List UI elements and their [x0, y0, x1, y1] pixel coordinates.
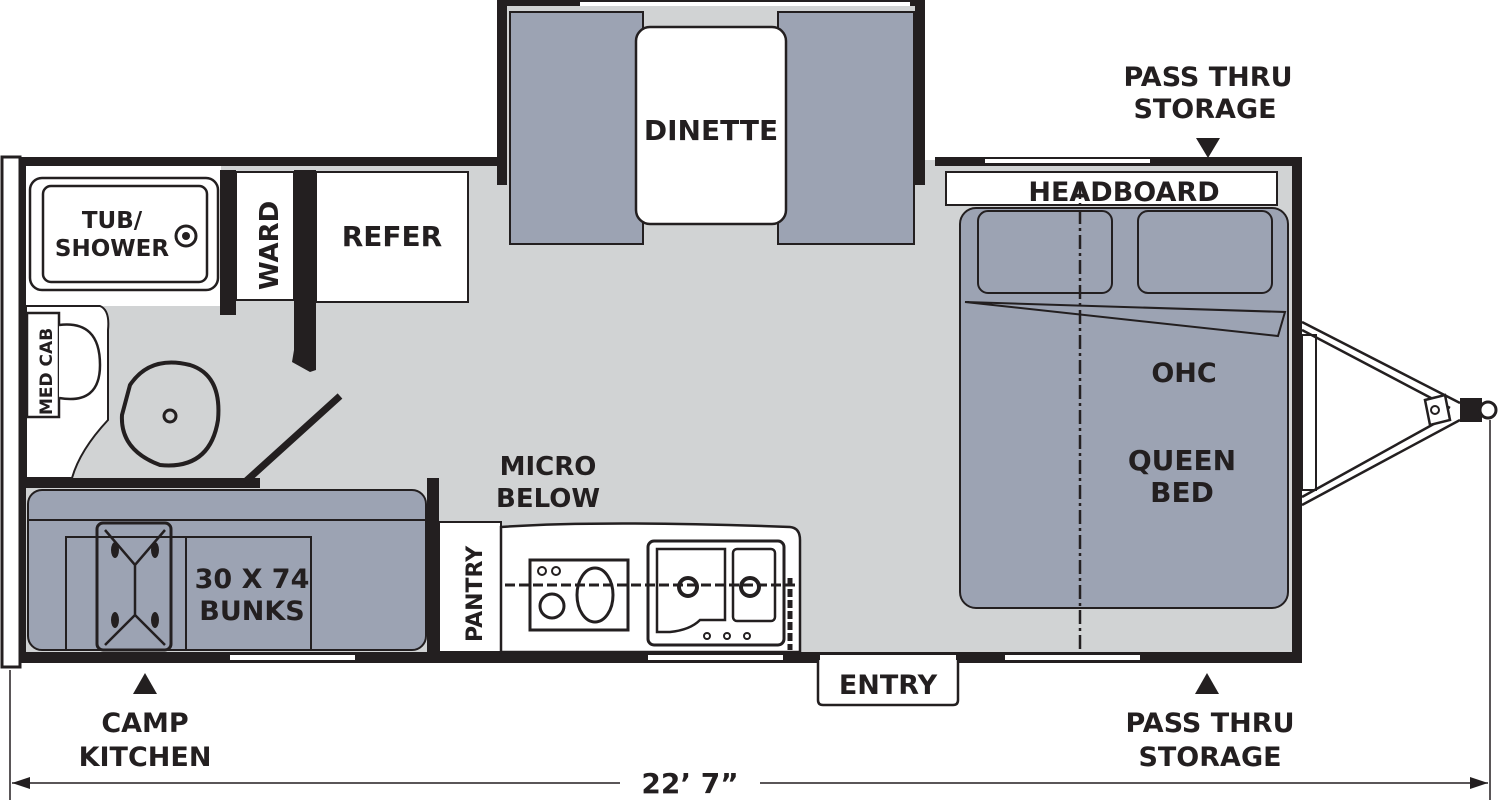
- entry-door: ENTRY: [816, 655, 960, 707]
- refrigerator: [315, 171, 469, 303]
- dinette-seat-right: [777, 11, 915, 245]
- stove-icon: [528, 558, 630, 632]
- camp-kitchen: CAMP KITCHEN: [79, 673, 212, 773]
- refer-label: REFER: [342, 220, 443, 253]
- micro-below-label: BELOW: [496, 484, 600, 514]
- queen-label: QUEEN: [1128, 444, 1236, 477]
- bathroom: TUB/ SHOWER MED CAB: [24, 166, 343, 488]
- length-dimension: 22’ 7”: [9, 420, 1491, 800]
- pantry: [438, 521, 502, 653]
- tub-label: TUB/: [82, 208, 143, 234]
- dinette-table: [634, 25, 788, 226]
- headboard: [945, 171, 1278, 206]
- length-label: 22’ 7”: [641, 767, 738, 800]
- grill-icon: [95, 521, 173, 652]
- svg-text:STORAGE: STORAGE: [1133, 94, 1276, 125]
- arrow-up-icon: [133, 673, 157, 694]
- sink-icon: [646, 539, 786, 647]
- ohc-label: OHC: [1151, 358, 1216, 389]
- svg-text:KITCHEN: KITCHEN: [79, 742, 212, 773]
- svg-text:STORAGE: STORAGE: [1138, 742, 1281, 773]
- arrow-up-icon: [1195, 673, 1219, 694]
- svg-text:PASS THRU: PASS THRU: [1125, 708, 1294, 739]
- bunks: 30 X 74 BUNKS: [27, 478, 439, 656]
- svg-text:PASS THRU: PASS THRU: [1123, 62, 1292, 93]
- micro-label: MICRO: [500, 452, 597, 482]
- dinette-slideout: DINETTE: [497, 0, 925, 245]
- pillow-left: [977, 210, 1113, 294]
- pass-thru-bottom: PASS THRU STORAGE: [1125, 673, 1295, 773]
- bed-label: BED: [1150, 476, 1214, 509]
- headboard-label: HEADBOARD: [1028, 177, 1219, 208]
- arrow-down-icon: [1196, 138, 1220, 158]
- toilet-icon: [119, 360, 221, 468]
- bunks-label: BUNKS: [199, 596, 304, 627]
- dinette-seat-left: [509, 11, 644, 245]
- entry-label: ENTRY: [839, 670, 938, 701]
- bunks-size-label: 30 X 74: [195, 564, 310, 595]
- kitchen: MICRO BELOW PANTRY: [438, 452, 802, 654]
- shower-label: SHOWER: [55, 236, 169, 262]
- med-cab: [25, 311, 61, 419]
- bedroom: HEADBOARD OHC QUEEN BED: [945, 171, 1289, 655]
- ward-refer: WARD REFER: [220, 170, 469, 372]
- pantry-label: PANTRY: [463, 545, 488, 642]
- pass-thru-top: PASS THRU STORAGE: [1123, 62, 1293, 158]
- drain-icon: [174, 224, 198, 248]
- med-cab-label: MED CAB: [37, 328, 57, 415]
- dinette-label: DINETTE: [644, 114, 778, 147]
- ward-label: WARD: [255, 201, 285, 290]
- hitch-icon: [1301, 320, 1498, 507]
- pillow-right: [1137, 210, 1273, 294]
- svg-text:CAMP: CAMP: [101, 708, 188, 739]
- walls: [0, 155, 1302, 669]
